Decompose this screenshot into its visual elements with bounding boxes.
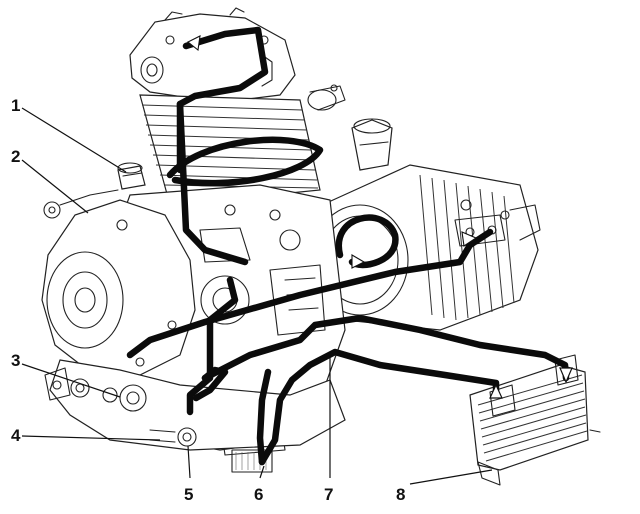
engine-line-art <box>41 7 601 486</box>
leader-6 <box>259 465 265 479</box>
callout-labels: 1 2 3 4 5 6 7 8 <box>11 96 405 504</box>
callout-leaders <box>21 107 493 485</box>
oil-cooler-return <box>258 348 500 466</box>
callout-1: 1 <box>11 96 20 115</box>
leader-5 <box>187 445 191 479</box>
oil-main-gallery <box>126 228 494 359</box>
upper-fitting <box>351 118 393 171</box>
callout-5: 5 <box>184 485 193 504</box>
oil-ring-horizontal <box>335 214 399 269</box>
flow-arrow-ring-icon <box>351 254 366 269</box>
flow-arrow-down-icon <box>559 367 573 384</box>
callout-7: 7 <box>324 485 333 504</box>
callout-4: 4 <box>11 426 21 445</box>
oil-ring-vertical <box>166 136 324 187</box>
callout-2: 2 <box>11 147 20 166</box>
vertical-cylinder-head <box>129 7 296 101</box>
callout-6: 6 <box>254 485 263 504</box>
callout-3: 3 <box>11 351 20 370</box>
alternator-cover <box>41 189 196 376</box>
flow-arrow-right-icon <box>461 231 478 247</box>
oil-circuit <box>126 26 570 466</box>
flow-arrows <box>186 35 573 399</box>
oil-pump-line <box>192 366 229 402</box>
oil-crank-branch <box>186 276 239 416</box>
leader-4 <box>21 435 161 441</box>
leader-3 <box>21 363 121 398</box>
leader-2 <box>21 159 89 214</box>
leader-8 <box>409 469 493 485</box>
callout-8: 8 <box>396 485 405 504</box>
oil-cooler-feed <box>201 314 570 382</box>
flow-arrow-top-icon <box>186 35 201 52</box>
flow-arrow-up-icon <box>489 383 503 399</box>
sump <box>44 359 346 451</box>
oil-filler-cap <box>117 162 146 190</box>
oil-filter-line <box>256 368 272 466</box>
oil-cooler <box>469 354 601 486</box>
leader-1 <box>21 107 127 173</box>
